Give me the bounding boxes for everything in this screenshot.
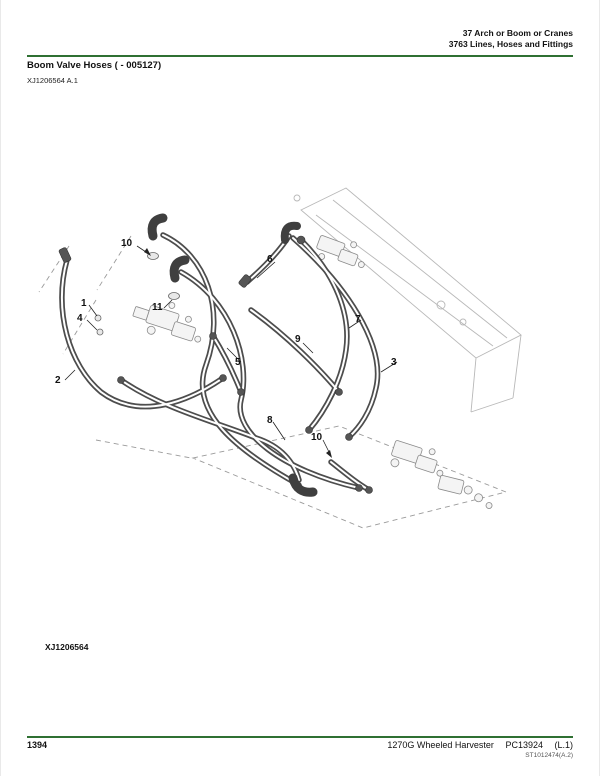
machine-frame-outline	[293, 187, 522, 413]
valve-cluster-top	[316, 235, 365, 268]
callout-leaders	[64, 245, 398, 457]
valve-cluster-bottom-right	[437, 475, 493, 509]
callout-4: 4	[77, 313, 83, 324]
footer-rule	[27, 736, 573, 738]
section-header-line1: 37 Arch or Boom or Cranes	[462, 28, 573, 38]
parts-diagram	[38, 187, 522, 529]
callout-10a: 10	[121, 238, 133, 249]
footer-doc-ref: ST1012474(A.2)	[525, 752, 573, 759]
page-title: Boom Valve Hoses ( - 005127)	[27, 60, 162, 71]
hose-end-fittings	[58, 235, 373, 494]
parts-diagram-area: 10 1 4 11 6 2 5 9 7 3 8 10	[1, 140, 599, 620]
header-rule	[27, 55, 573, 57]
section-header-line2: 3763 Lines, Hoses and Fittings	[448, 39, 573, 50]
footer-lang-code: (L.1)	[554, 740, 573, 750]
callout-arrowheads	[144, 248, 332, 458]
valve-cluster-left	[132, 302, 202, 343]
callout-5: 5	[235, 357, 241, 368]
callout-1: 1	[81, 298, 87, 309]
figure-revision: XJ1206564 A.1	[27, 76, 78, 85]
callout-7: 7	[355, 314, 361, 325]
callout-8: 8	[267, 415, 273, 426]
dashed-reference-lines	[38, 235, 508, 529]
footer-model: 1270G Wheeled Harvester	[387, 740, 494, 750]
footer-page-number: 1394	[27, 740, 48, 750]
valve-cluster-bottom	[390, 440, 444, 477]
hoses-core	[60, 234, 379, 491]
clamps-and-bolts	[94, 252, 180, 336]
footer-catalog: PC13924	[505, 740, 543, 750]
section-header: 37 Arch or Boom or Cranes 3763 Lines, Ho…	[449, 28, 573, 50]
elbow-fittings	[147, 213, 318, 497]
footer-info: 1270G Wheeled Harvester PC13924 (L.1)	[387, 740, 573, 750]
callout-10b: 10	[311, 432, 323, 443]
callout-6: 6	[267, 254, 273, 265]
figure-id-label: XJ1206564	[45, 642, 89, 652]
callout-2: 2	[55, 375, 61, 386]
callout-9: 9	[295, 334, 301, 345]
callout-3: 3	[391, 357, 397, 368]
callout-11: 11	[152, 302, 163, 313]
